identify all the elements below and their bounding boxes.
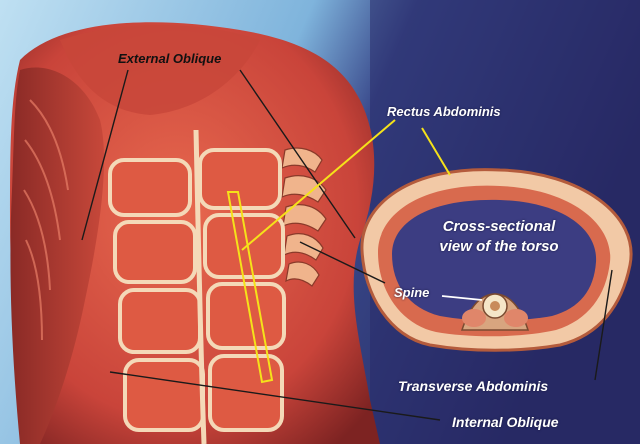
- cross-section: [362, 170, 631, 351]
